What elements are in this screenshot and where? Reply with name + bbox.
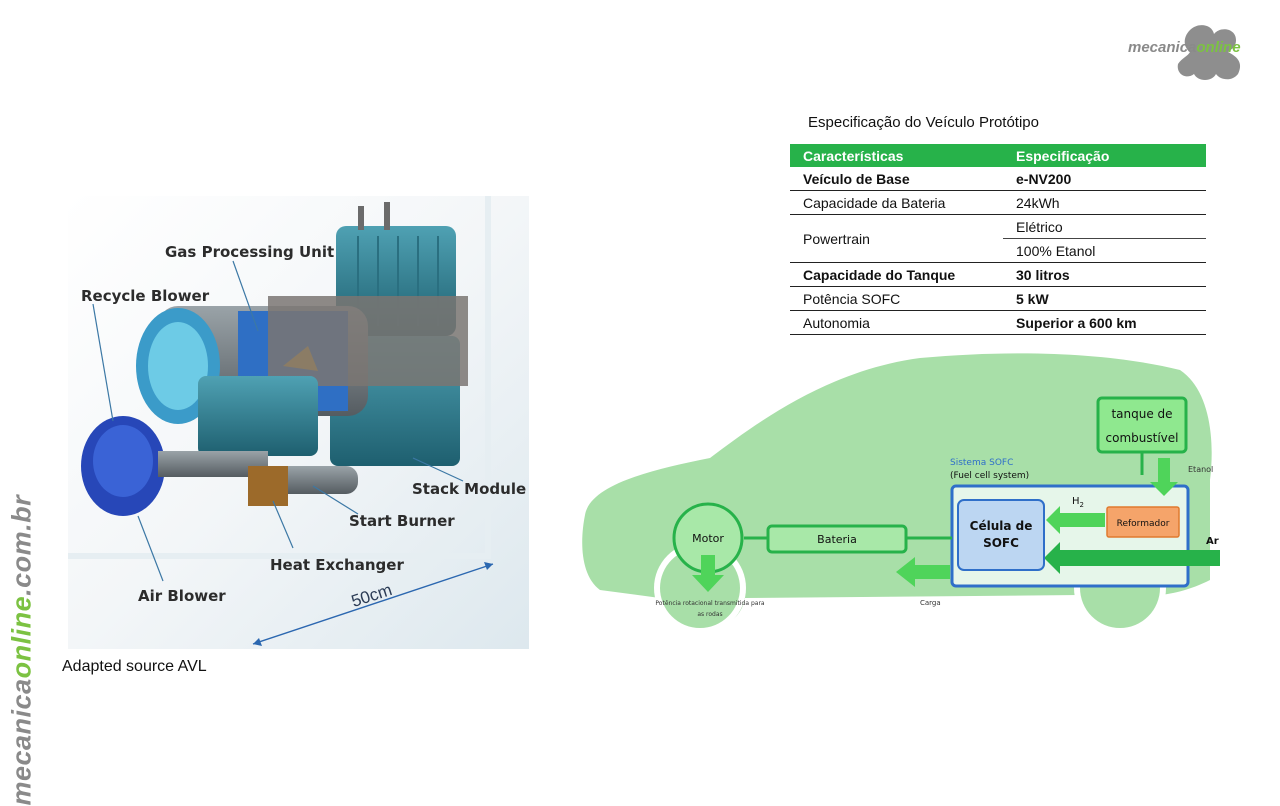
battery-label: Bateria bbox=[817, 533, 857, 546]
brand-logo: mecanicaonline bbox=[1120, 18, 1260, 83]
tank-label-2: combustível bbox=[1106, 431, 1179, 445]
row-value: 5 kW bbox=[1003, 286, 1206, 311]
sofc-engine-figure: Gas Processing Unit Recycle Blower Stack… bbox=[68, 196, 529, 649]
source-caption: Adapted source AVL bbox=[62, 658, 207, 675]
carga-arrow bbox=[896, 557, 950, 587]
table-row: Powertrain Elétrico bbox=[790, 214, 1206, 263]
row-value: Elétrico bbox=[1003, 214, 1206, 239]
row-label: Autonomia bbox=[790, 310, 1003, 335]
tank-label-1: tanque de bbox=[1111, 407, 1172, 421]
header-caracteristicas: Características bbox=[790, 144, 1003, 167]
motor-label: Motor bbox=[692, 532, 724, 545]
wheels-label-1: Potência rotacional transmitida para bbox=[655, 600, 764, 607]
motor-output-arrow bbox=[692, 555, 724, 592]
row-label: Potência SOFC bbox=[790, 286, 1003, 311]
reformer-box bbox=[1106, 506, 1180, 538]
carga-label: Carga bbox=[920, 599, 941, 607]
row-label: Powertrain bbox=[790, 214, 1003, 263]
cell-label-1: Célula de bbox=[970, 519, 1033, 533]
sofc-system-title: Sistema SOFC bbox=[950, 458, 1013, 468]
row-value: 100% Etanol bbox=[1003, 238, 1206, 263]
row-value: 24kWh bbox=[1003, 190, 1206, 215]
table-row: Capacidade do Tanque 30 litros bbox=[790, 262, 1206, 287]
row-value: Superior a 600 km bbox=[1003, 310, 1206, 335]
header-especificacao: Especificação bbox=[1003, 144, 1206, 167]
car-diagram-svg: tanque de combustível Etanol Sistema SOF… bbox=[582, 353, 1220, 634]
callout-heat-exchanger: Heat Exchanger bbox=[270, 556, 404, 574]
etanol-label: Etanol bbox=[1188, 465, 1213, 474]
cell-label-2: SOFC bbox=[983, 536, 1019, 550]
table-row: Capacidade da Bateria 24kWh bbox=[790, 190, 1206, 215]
air-arrow bbox=[1044, 542, 1220, 574]
callout-gas-processing-unit: Gas Processing Unit bbox=[165, 243, 335, 261]
table-row: Autonomia Superior a 600 km bbox=[790, 310, 1206, 335]
row-label: Capacidade do Tanque bbox=[790, 262, 1003, 287]
table-row: Potência SOFC 5 kW bbox=[790, 286, 1206, 311]
callout-start-burner: Start Burner bbox=[349, 512, 455, 530]
sofc-system-subtitle: (Fuel cell system) bbox=[950, 471, 1029, 481]
spec-table: Características Especificação Veículo de… bbox=[790, 144, 1206, 335]
table-header-row: Características Especificação bbox=[790, 144, 1206, 167]
row-value: 30 litros bbox=[1003, 262, 1206, 287]
puzzle-logo-icon bbox=[1177, 25, 1241, 80]
callout-recycle-blower: Recycle Blower bbox=[81, 287, 210, 305]
table-title: Especificação do Veículo Protótipo bbox=[808, 114, 1039, 131]
car-sofc-diagram: tanque de combustível Etanol Sistema SOF… bbox=[560, 350, 1280, 650]
h2-arrow bbox=[1046, 506, 1105, 534]
wheels-label-2: as rodas bbox=[697, 611, 722, 618]
air-label: Ar bbox=[1206, 536, 1219, 547]
table-row: Veículo de Base e-NV200 bbox=[790, 167, 1206, 191]
engine-illustration bbox=[68, 196, 529, 649]
callout-air-blower: Air Blower bbox=[138, 587, 226, 605]
table-row: 100% Etanol bbox=[790, 238, 1206, 263]
h2-label: H2 bbox=[1072, 496, 1084, 509]
sofc-cell-box bbox=[957, 499, 1045, 571]
row-value: e-NV200 bbox=[1003, 167, 1206, 191]
row-label: Capacidade da Bateria bbox=[790, 190, 1003, 215]
logo-text: mecanicaonline bbox=[1128, 39, 1241, 56]
reformer-label: Reformador bbox=[1117, 519, 1170, 529]
vertical-watermark: mecanicaonline.com.br bbox=[6, 494, 37, 806]
row-label: Veículo de Base bbox=[790, 167, 1003, 191]
callout-stack-module: Stack Module bbox=[412, 480, 527, 498]
etanol-arrow bbox=[1150, 458, 1178, 496]
